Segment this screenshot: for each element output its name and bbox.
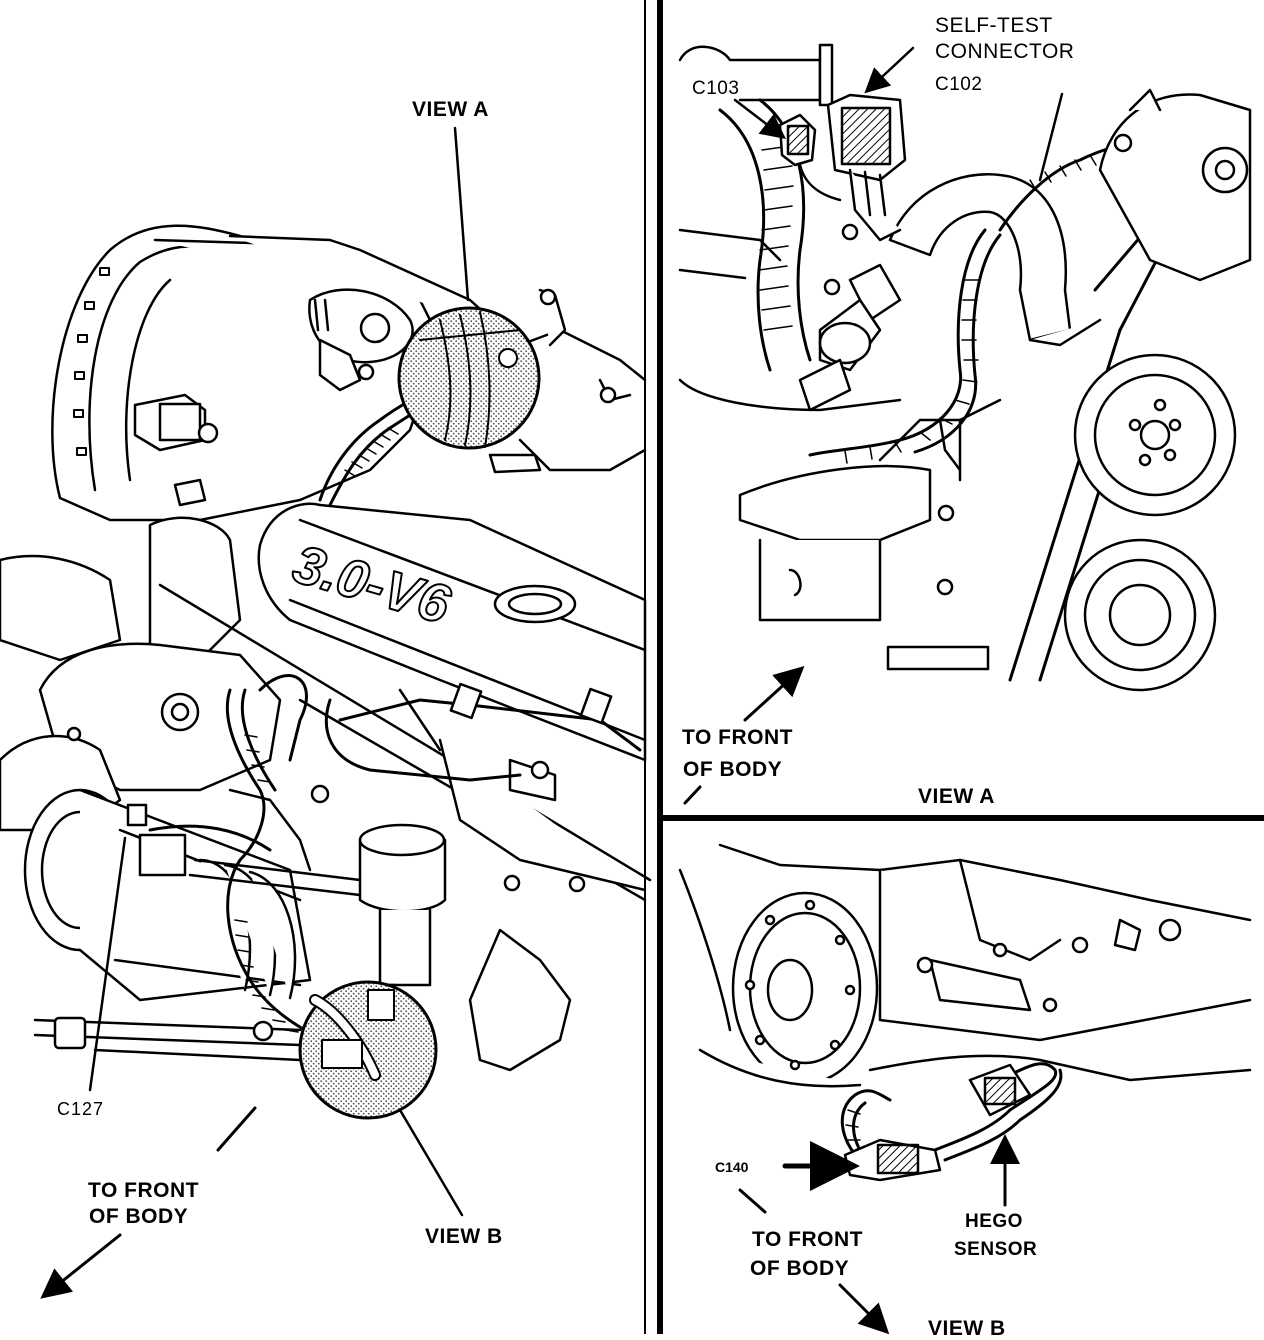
- valve-cover: [257, 502, 647, 762]
- hego-label-line1: HEGO: [965, 1211, 1023, 1232]
- linkage-rods: [33, 1016, 302, 1062]
- direction-arrow-view-b: [738, 1188, 890, 1334]
- self-test-connector-block: [826, 93, 907, 242]
- c140-label: C140: [715, 1159, 749, 1175]
- view-b-callout-label: VIEW B: [425, 1225, 503, 1248]
- view-a-harness-wrap: [758, 145, 1097, 464]
- view-a-leaders: [733, 46, 1064, 182]
- lower-engine: [0, 516, 652, 1072]
- pulley-lower: [1063, 538, 1217, 692]
- bellhousing-bolt-holes: [73, 267, 110, 456]
- self-test-label-line2: CONNECTOR: [935, 40, 1075, 63]
- c102-label: C102: [935, 74, 983, 95]
- view-b-engine-block: [678, 843, 1252, 1088]
- hego-label-line2: SENSOR: [954, 1239, 1038, 1260]
- view-b-direction-line1: TO FRONT: [752, 1228, 863, 1251]
- view-a-engine: [678, 43, 1002, 671]
- view-b-leaders: [782, 1134, 1020, 1207]
- view-a-sensor: [798, 263, 902, 412]
- harness-wrap-marks: [234, 427, 399, 1043]
- pulley-large: [1073, 353, 1237, 517]
- view-b-panel: [678, 843, 1252, 1334]
- view-b-magnifier: [298, 980, 438, 1120]
- c103-label: C103: [692, 78, 740, 99]
- vacuum-canister: [188, 823, 447, 987]
- view-a-direction-line1: TO FRONT: [682, 726, 793, 749]
- flywheel: [731, 891, 879, 1085]
- intake-upper: [228, 234, 647, 474]
- ac-compressor: [23, 788, 312, 1002]
- radiator-hose: [888, 173, 1102, 347]
- callout-leaders: [88, 126, 470, 1217]
- direction-arrow-main: [40, 1106, 257, 1299]
- sensor-bracket: [133, 393, 219, 507]
- alternator-top-right: [1098, 88, 1252, 282]
- c140-connector: [843, 1138, 942, 1182]
- view-b-direction-line2: OF BODY: [750, 1257, 850, 1280]
- view-a-magnifier: [397, 306, 541, 450]
- self-test-label-line1: SELF-TEST: [935, 14, 1053, 37]
- main-direction-line1: TO FRONT: [88, 1179, 199, 1202]
- c103-connector: [778, 113, 842, 202]
- c127-label: C127: [57, 1099, 105, 1119]
- main-engine-view: 3.0-V6: [0, 126, 652, 1299]
- view-a-direction-line2: OF BODY: [683, 758, 783, 781]
- view-a-panel: [678, 43, 1252, 805]
- view-a-callout-label: VIEW A: [412, 98, 489, 121]
- hego-sensor-body: [968, 1063, 1032, 1117]
- view-b-caption: VIEW B: [928, 1317, 1006, 1340]
- main-direction-line2: OF BODY: [89, 1205, 189, 1228]
- view-a-caption: VIEW A: [918, 785, 995, 808]
- direction-arrow-view-a: [683, 665, 805, 805]
- hego-wrap-marks: [845, 1109, 866, 1151]
